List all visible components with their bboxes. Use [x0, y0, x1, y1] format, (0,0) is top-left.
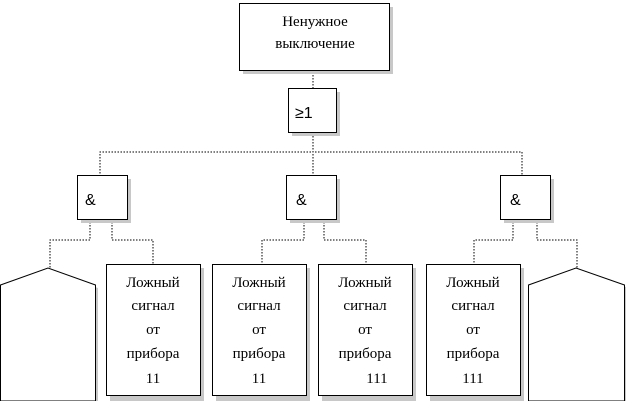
basic-event-line: от — [146, 322, 160, 338]
basic-event-line: Ложный — [232, 275, 285, 291]
and-gate: & — [77, 175, 131, 223]
and-gate-label: & — [510, 192, 521, 209]
and-gate: & — [500, 175, 554, 223]
basic-event-line: 11 — [252, 371, 266, 387]
basic-event-line: прибора — [233, 346, 286, 362]
basic-event-line: Ложный — [126, 275, 179, 291]
basic-event-line: сигнал — [451, 298, 495, 314]
top-event-line-1: Ненужное — [282, 14, 348, 30]
basic-event-line: 11 — [146, 371, 160, 387]
and-gate-label: & — [85, 192, 96, 209]
basic-event-line: Ложный — [446, 275, 499, 291]
basic-event-line: сигнал — [237, 298, 281, 314]
basic-event-line: прибора — [447, 346, 500, 362]
basic-event-box: Ложный сигнал от прибора 111 — [318, 264, 416, 401]
top-event-box: Ненужное выключение — [239, 3, 393, 74]
basic-event-box: Ложный сигнал от прибора 11 — [212, 264, 310, 401]
basic-event-line: 111 — [366, 371, 387, 387]
top-event-line-2: выключение — [275, 36, 355, 52]
basic-event-line: 111 — [462, 371, 483, 387]
and-gate-label: & — [296, 192, 307, 209]
and-gate: & — [286, 175, 340, 223]
basic-event-line: сигнал — [343, 298, 387, 314]
house-event-right — [528, 267, 626, 401]
basic-event-box: Ложный сигнал от прибора 111 — [426, 264, 524, 401]
basic-event-line: Ложный — [338, 275, 391, 291]
house-event-left — [0, 267, 98, 401]
or-gate: ≥1 — [288, 88, 340, 136]
basic-event-box: Ложный сигнал от прибора 11 — [106, 264, 204, 401]
basic-event-line: от — [252, 322, 266, 338]
basic-event-line: прибора — [339, 346, 392, 362]
connectors — [49, 72, 578, 268]
basic-event-line: сигнал — [131, 298, 175, 314]
basic-event-line: от — [466, 322, 480, 338]
basic-event-line: прибора — [127, 346, 180, 362]
or-gate-label: ≥1 — [295, 105, 313, 122]
basic-event-line: от — [358, 322, 372, 338]
